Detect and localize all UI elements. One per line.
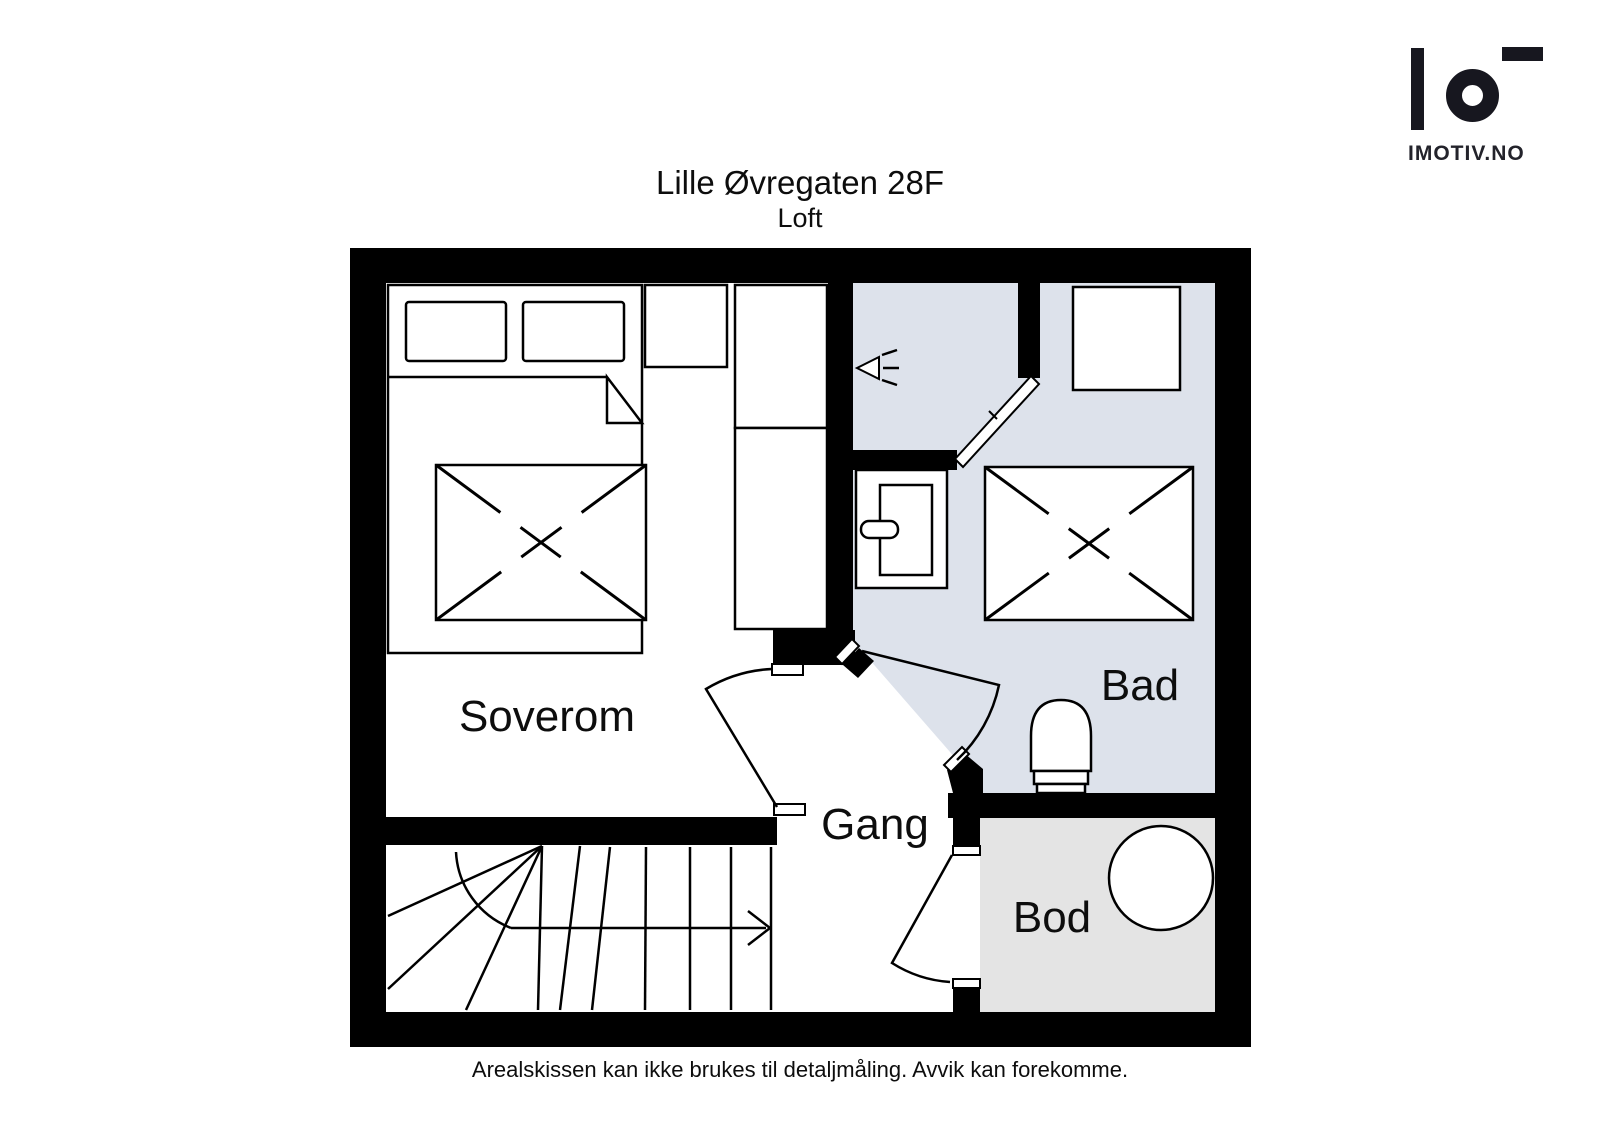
room-label-gang: Gang bbox=[821, 800, 929, 849]
stairs bbox=[387, 844, 773, 1011]
wardrobe-bottom bbox=[733, 426, 829, 631]
disclaimer-text: Arealskissen kan ikke brukes til detaljm… bbox=[471, 1057, 1129, 1082]
stair-step-line bbox=[464, 845, 544, 1011]
water-heater bbox=[1107, 824, 1215, 932]
shower-glass-handle bbox=[988, 410, 998, 420]
logo-ring-icon bbox=[1446, 69, 1499, 122]
wall-storage-west-bottom bbox=[953, 987, 980, 1012]
wall-bathroom-south bbox=[948, 793, 1215, 818]
pillow-left bbox=[404, 300, 508, 363]
skylight-bedroom-cross bbox=[435, 463, 647, 622]
interior-walls bbox=[386, 283, 1215, 1012]
jamb-storage-door-bottom bbox=[952, 978, 981, 989]
jamb-bathroom-door-top bbox=[833, 637, 861, 666]
wardrobe-top bbox=[733, 283, 829, 430]
pillow-right bbox=[521, 300, 626, 363]
bedroom-door bbox=[704, 667, 779, 808]
sink bbox=[854, 468, 949, 590]
wall-bedroom-south bbox=[386, 817, 777, 845]
bathroom-cabinet bbox=[1071, 285, 1182, 392]
skylight-bathroom-cross bbox=[984, 465, 1194, 622]
sink-faucet bbox=[859, 519, 900, 540]
toilet bbox=[1029, 698, 1093, 795]
logo-brand-text: IMOTIV.NO bbox=[1408, 142, 1525, 165]
wall-storage-west-top bbox=[953, 818, 980, 848]
skylight-bathroom bbox=[983, 465, 1195, 622]
wall-corner-bathroom-door bbox=[843, 648, 874, 678]
shower-glass-partition bbox=[953, 374, 1041, 469]
stair-walkline-arc bbox=[454, 851, 512, 930]
floor-subtitle: Loft bbox=[777, 203, 823, 233]
imotiv-logo: IMOTIV.NO bbox=[1400, 42, 1550, 172]
toilet-tank-bottom bbox=[1035, 782, 1087, 795]
bathroom-door bbox=[861, 649, 1001, 761]
bathroom-door-swing bbox=[862, 651, 999, 760]
shower-head-icon bbox=[854, 348, 899, 387]
toilet-tank-top bbox=[1032, 769, 1090, 786]
room-label-bod: Bod bbox=[1013, 893, 1091, 942]
wall-shower-stub bbox=[1018, 283, 1040, 378]
storage-door bbox=[890, 854, 954, 984]
jamb-bedroom-door-bottom bbox=[773, 803, 806, 816]
logo-bar-icon bbox=[1411, 48, 1424, 130]
bed-blanket-fold bbox=[605, 373, 645, 425]
skylight-bedroom bbox=[434, 463, 648, 622]
wall-shower-low bbox=[828, 450, 957, 470]
jamb-storage-door-top bbox=[952, 845, 981, 856]
page-title: Lille Øvregaten 28F bbox=[656, 164, 944, 201]
stair-step-line bbox=[387, 845, 543, 990]
nightstand bbox=[643, 283, 729, 369]
stair-step-line bbox=[387, 844, 543, 918]
toilet-bowl bbox=[1029, 698, 1093, 773]
room-label-soverom: Soverom bbox=[459, 692, 635, 741]
doors bbox=[704, 649, 1001, 984]
room-label-bad: Bad bbox=[1101, 661, 1179, 710]
logo-dash-icon bbox=[1502, 47, 1543, 61]
stair-direction-arrow bbox=[747, 910, 773, 946]
jamb-bedroom-door-top bbox=[771, 663, 804, 676]
